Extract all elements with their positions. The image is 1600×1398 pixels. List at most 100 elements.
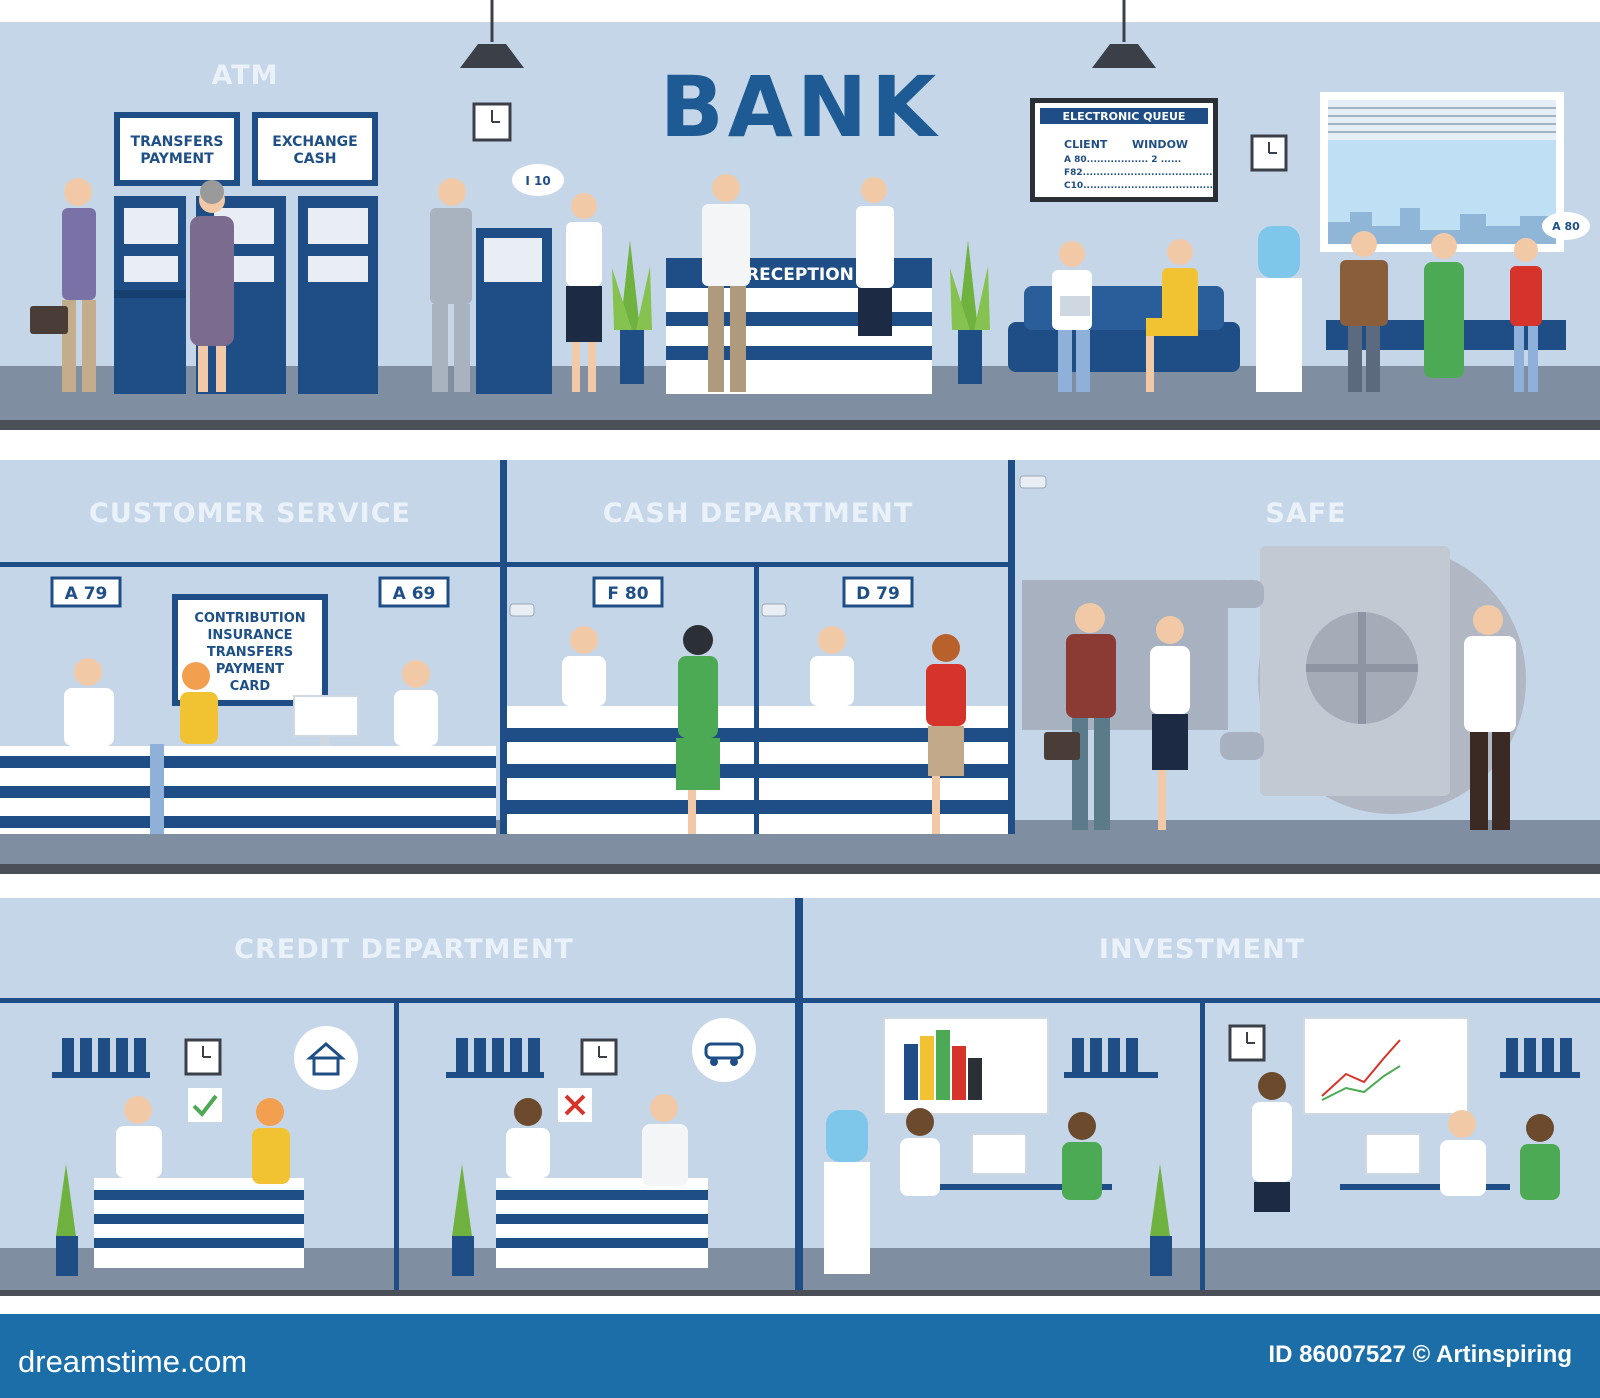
departments-band: CREDIT DEPARTMENT INVESTMENT — [0, 898, 1600, 1296]
svg-text:CARD: CARD — [230, 679, 271, 694]
elderly-man — [1340, 231, 1388, 392]
customer-woman-red — [926, 634, 966, 834]
svg-text:TRANSFERS: TRANSFERS — [207, 645, 293, 660]
client-man — [642, 1094, 688, 1186]
svg-text:F82...........................: F82.....................................… — [1064, 168, 1213, 178]
wall-clock-icon — [472, 102, 512, 142]
svg-text:CONTRIBUTION: CONTRIBUTION — [194, 611, 305, 626]
footer-credit: ID 86007527 © Artinspiring — [1268, 1341, 1572, 1368]
receptionist-woman — [856, 177, 894, 336]
waiting-sofa — [1008, 286, 1240, 372]
section-title-credit-department: CREDIT DEPARTMENT — [234, 934, 574, 965]
svg-text:PAYMENT: PAYMENT — [216, 662, 284, 677]
elderly-woman-green — [1424, 233, 1464, 378]
wall-clock-icon — [1250, 134, 1288, 172]
client-woman-green — [1520, 1114, 1560, 1200]
speech-bubble: A 80 — [1542, 212, 1590, 240]
counter-number-sign: D 79 — [842, 576, 914, 608]
clerk-man — [64, 658, 114, 746]
svg-text:WINDOW: WINDOW — [1132, 138, 1188, 151]
service-desk — [0, 746, 496, 834]
client-man-with-bag — [1044, 603, 1116, 830]
approved-check-icon — [188, 1088, 222, 1122]
plant-icon — [1150, 1164, 1172, 1276]
svg-text:A 69: A 69 — [393, 584, 436, 604]
investment-desk — [1340, 1133, 1510, 1190]
security-camera-icon — [1019, 475, 1047, 489]
safe-deposit-boxes — [1022, 580, 1228, 730]
svg-text:EXCHANGE: EXCHANGE — [272, 134, 357, 150]
section-title-customer-service: CUSTOMER SERVICE — [89, 498, 411, 529]
svg-text:PAYMENT: PAYMENT — [140, 151, 214, 167]
wall-clock-icon — [1228, 1024, 1266, 1062]
ticket-machine — [476, 228, 552, 394]
man-in-suit — [430, 178, 472, 392]
security-guard — [1464, 605, 1516, 830]
atm-machine — [298, 196, 378, 394]
bar-chart-board-icon — [883, 1017, 1049, 1115]
svg-text:CASH: CASH — [294, 151, 337, 167]
loan-officer-man — [116, 1096, 162, 1178]
svg-text:TRANSFERS: TRANSFERS — [131, 134, 224, 150]
loan-officer-woman — [506, 1098, 550, 1178]
bookshelf-icon — [52, 1038, 150, 1078]
car-loan-bubble-icon — [692, 1018, 756, 1082]
svg-text:A 79: A 79 — [65, 584, 108, 604]
wall-clock-icon — [184, 1038, 222, 1076]
elderly-woman — [190, 180, 234, 392]
svg-text:A 80.................. 2 .....: A 80.................. 2 ...... — [1064, 155, 1181, 165]
client-woman-green — [1062, 1112, 1102, 1200]
clerk-woman — [394, 660, 438, 746]
counter-number-sign: A 69 — [378, 576, 450, 608]
window-with-blinds — [1320, 92, 1564, 252]
wall-clock-icon — [580, 1038, 618, 1076]
svg-text:A 80: A 80 — [1552, 220, 1580, 233]
client-woman — [252, 1098, 290, 1184]
svg-text:INSURANCE: INSURANCE — [207, 628, 292, 643]
counter-number-sign: F 80 — [592, 576, 664, 608]
footer-bar: dreamstime.com ID 86007527 © Artinspirin… — [0, 1314, 1600, 1398]
man-with-laptop — [1052, 241, 1092, 392]
man-with-briefcase — [30, 178, 96, 392]
water-cooler-icon — [824, 1110, 870, 1274]
page-title: BANK — [660, 58, 940, 156]
advisor-woman — [900, 1108, 940, 1196]
section-title-investment: INVESTMENT — [1099, 934, 1305, 965]
bookshelf-icon — [1500, 1038, 1580, 1078]
plant-icon — [950, 240, 990, 384]
plant-icon — [452, 1164, 474, 1276]
speech-bubble: I 10 — [512, 164, 564, 196]
svg-text:C10...........................: C10.....................................… — [1064, 181, 1213, 191]
security-camera-icon — [761, 603, 787, 617]
bookshelf-icon — [446, 1038, 544, 1078]
bank-clerk-woman — [1150, 616, 1190, 830]
footer-brand: dreamstime.com — [18, 1344, 247, 1379]
ceiling-lamp-icon — [1092, 0, 1156, 68]
cash-counter — [507, 706, 1008, 834]
security-camera-icon — [509, 603, 535, 617]
bookshelf-icon — [1064, 1038, 1158, 1078]
investment-desk — [932, 1133, 1112, 1190]
atm-machine — [114, 196, 186, 394]
cashier-woman — [562, 626, 606, 706]
plant-icon — [56, 1164, 78, 1276]
woman-in-yellow — [1146, 239, 1198, 392]
section-title-atm: ATM — [211, 60, 278, 91]
line-chart-board-icon — [1303, 1017, 1469, 1115]
water-cooler-icon — [1256, 226, 1302, 392]
bank-clerk-woman — [566, 193, 602, 392]
customer-man — [702, 174, 750, 392]
client-man — [1440, 1110, 1486, 1196]
svg-text:D 79: D 79 — [856, 584, 900, 604]
vault-door — [1220, 546, 1526, 814]
credit-desk — [496, 1178, 708, 1268]
presenter-woman — [1252, 1072, 1292, 1212]
section-title-cash-department: CASH DEPARTMENT — [603, 498, 914, 529]
cashier-woman — [810, 626, 854, 706]
svg-text:RECEPTION: RECEPTION — [746, 265, 854, 285]
atm-sign-exchange: EXCHANGE CASH — [252, 112, 378, 186]
customer-woman-green — [676, 625, 720, 834]
atm-sign-transfers: TRANSFERS PAYMENT — [114, 112, 240, 186]
young-woman-red — [1510, 238, 1542, 392]
